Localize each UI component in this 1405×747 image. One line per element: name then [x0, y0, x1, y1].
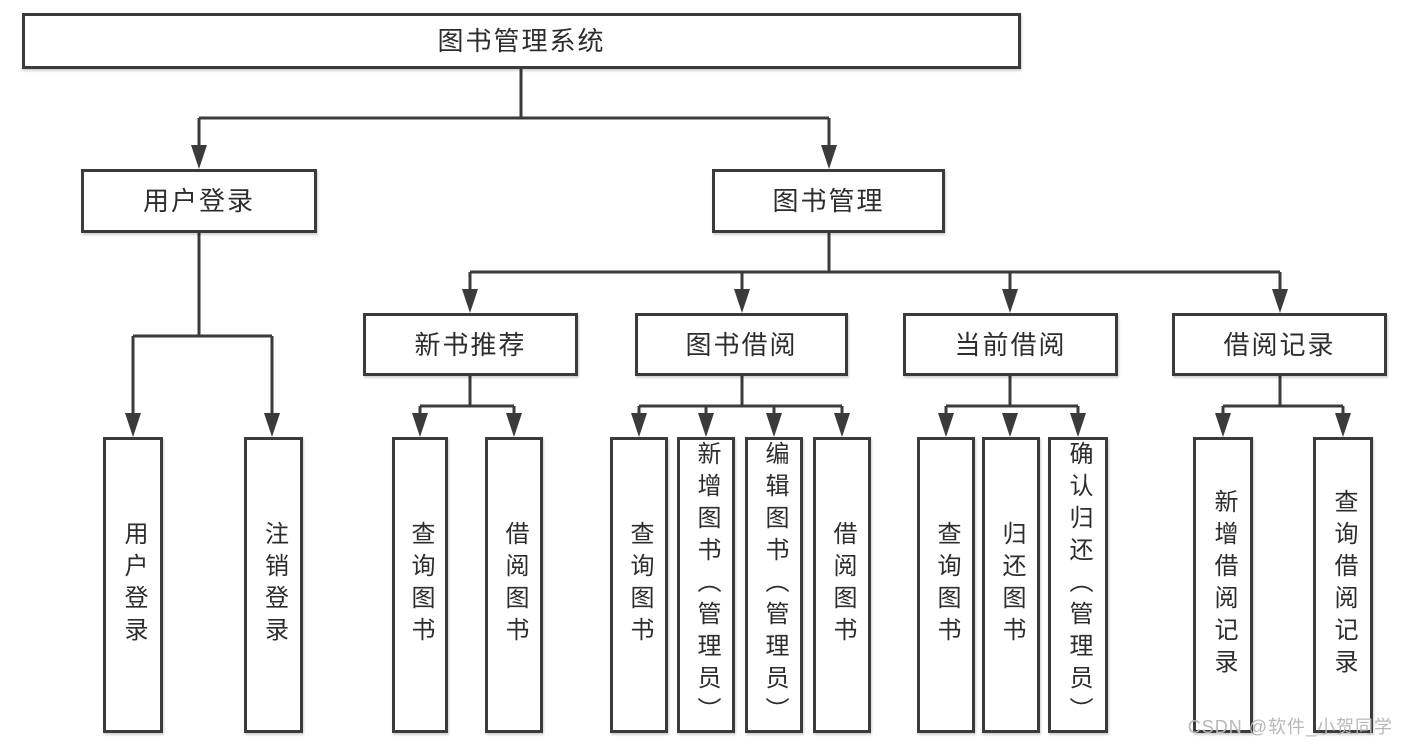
- node-label: 确认归还（管理员）: [1065, 441, 1092, 729]
- node-label: 用户登录: [120, 521, 147, 649]
- arrowheads: [125, 145, 1351, 437]
- node-label: 借阅图书: [829, 521, 856, 649]
- watermark-text: CSDN @软件_小贺同学: [1187, 717, 1393, 737]
- node-new-book-recommend: 新书推荐: [363, 313, 578, 376]
- node-current-borrow: 当前借阅: [903, 313, 1118, 376]
- node-label: 借阅图书: [501, 521, 528, 649]
- node-leaf-edit-books-admin: 编辑图书（管理员）: [745, 437, 803, 733]
- node-book-management-system: 图书管理系统: [22, 13, 1021, 69]
- node-leaf-confirm-return-admin: 确认归还（管理员）: [1048, 437, 1108, 733]
- node-leaf-user-login: 用户登录: [103, 437, 163, 733]
- node-label: 查询借阅记录: [1330, 489, 1357, 681]
- node-label: 图书借阅: [685, 329, 798, 360]
- node-label: 查询图书: [626, 521, 653, 649]
- node-label: 图书管理系统: [437, 26, 606, 56]
- node-leaf-add-books-admin: 新增图书（管理员）: [677, 437, 735, 733]
- node-leaf-borrow-books: 借阅图书: [813, 437, 871, 733]
- node-leaf-query-borrow-record: 查询借阅记录: [1313, 437, 1373, 733]
- node-leaf-borrow-books-recommend: 借阅图书: [485, 437, 543, 733]
- node-leaf-add-borrow-record: 新增借阅记录: [1193, 437, 1253, 733]
- node-label: 用户登录: [142, 186, 255, 216]
- node-label: 借阅记录: [1223, 329, 1336, 360]
- node-label: 注销登录: [260, 521, 288, 649]
- node-label: 归还图书: [998, 521, 1025, 649]
- node-leaf-return-books: 归还图书: [982, 437, 1040, 733]
- node-label: 编辑图书（管理员）: [761, 441, 788, 729]
- node-leaf-logout: 注销登录: [244, 437, 303, 733]
- node-leaf-query-books-recommend: 查询图书: [392, 437, 448, 733]
- node-label: 图书管理: [772, 186, 885, 216]
- node-borrow-records: 借阅记录: [1172, 313, 1387, 376]
- node-label: 查询图书: [407, 521, 434, 649]
- node-book-management: 图书管理: [712, 169, 945, 233]
- node-label: 查询图书: [933, 521, 960, 649]
- node-leaf-query-books-borrow: 查询图书: [610, 437, 668, 733]
- node-label: 当前借阅: [954, 329, 1067, 360]
- node-leaf-query-books-current: 查询图书: [917, 437, 975, 733]
- node-label: 新增借阅记录: [1210, 489, 1237, 681]
- node-label: 新书推荐: [414, 329, 527, 360]
- node-label: 新增图书（管理员）: [693, 441, 720, 729]
- node-book-borrow: 图书借阅: [635, 313, 848, 376]
- node-user-login: 用户登录: [81, 169, 317, 233]
